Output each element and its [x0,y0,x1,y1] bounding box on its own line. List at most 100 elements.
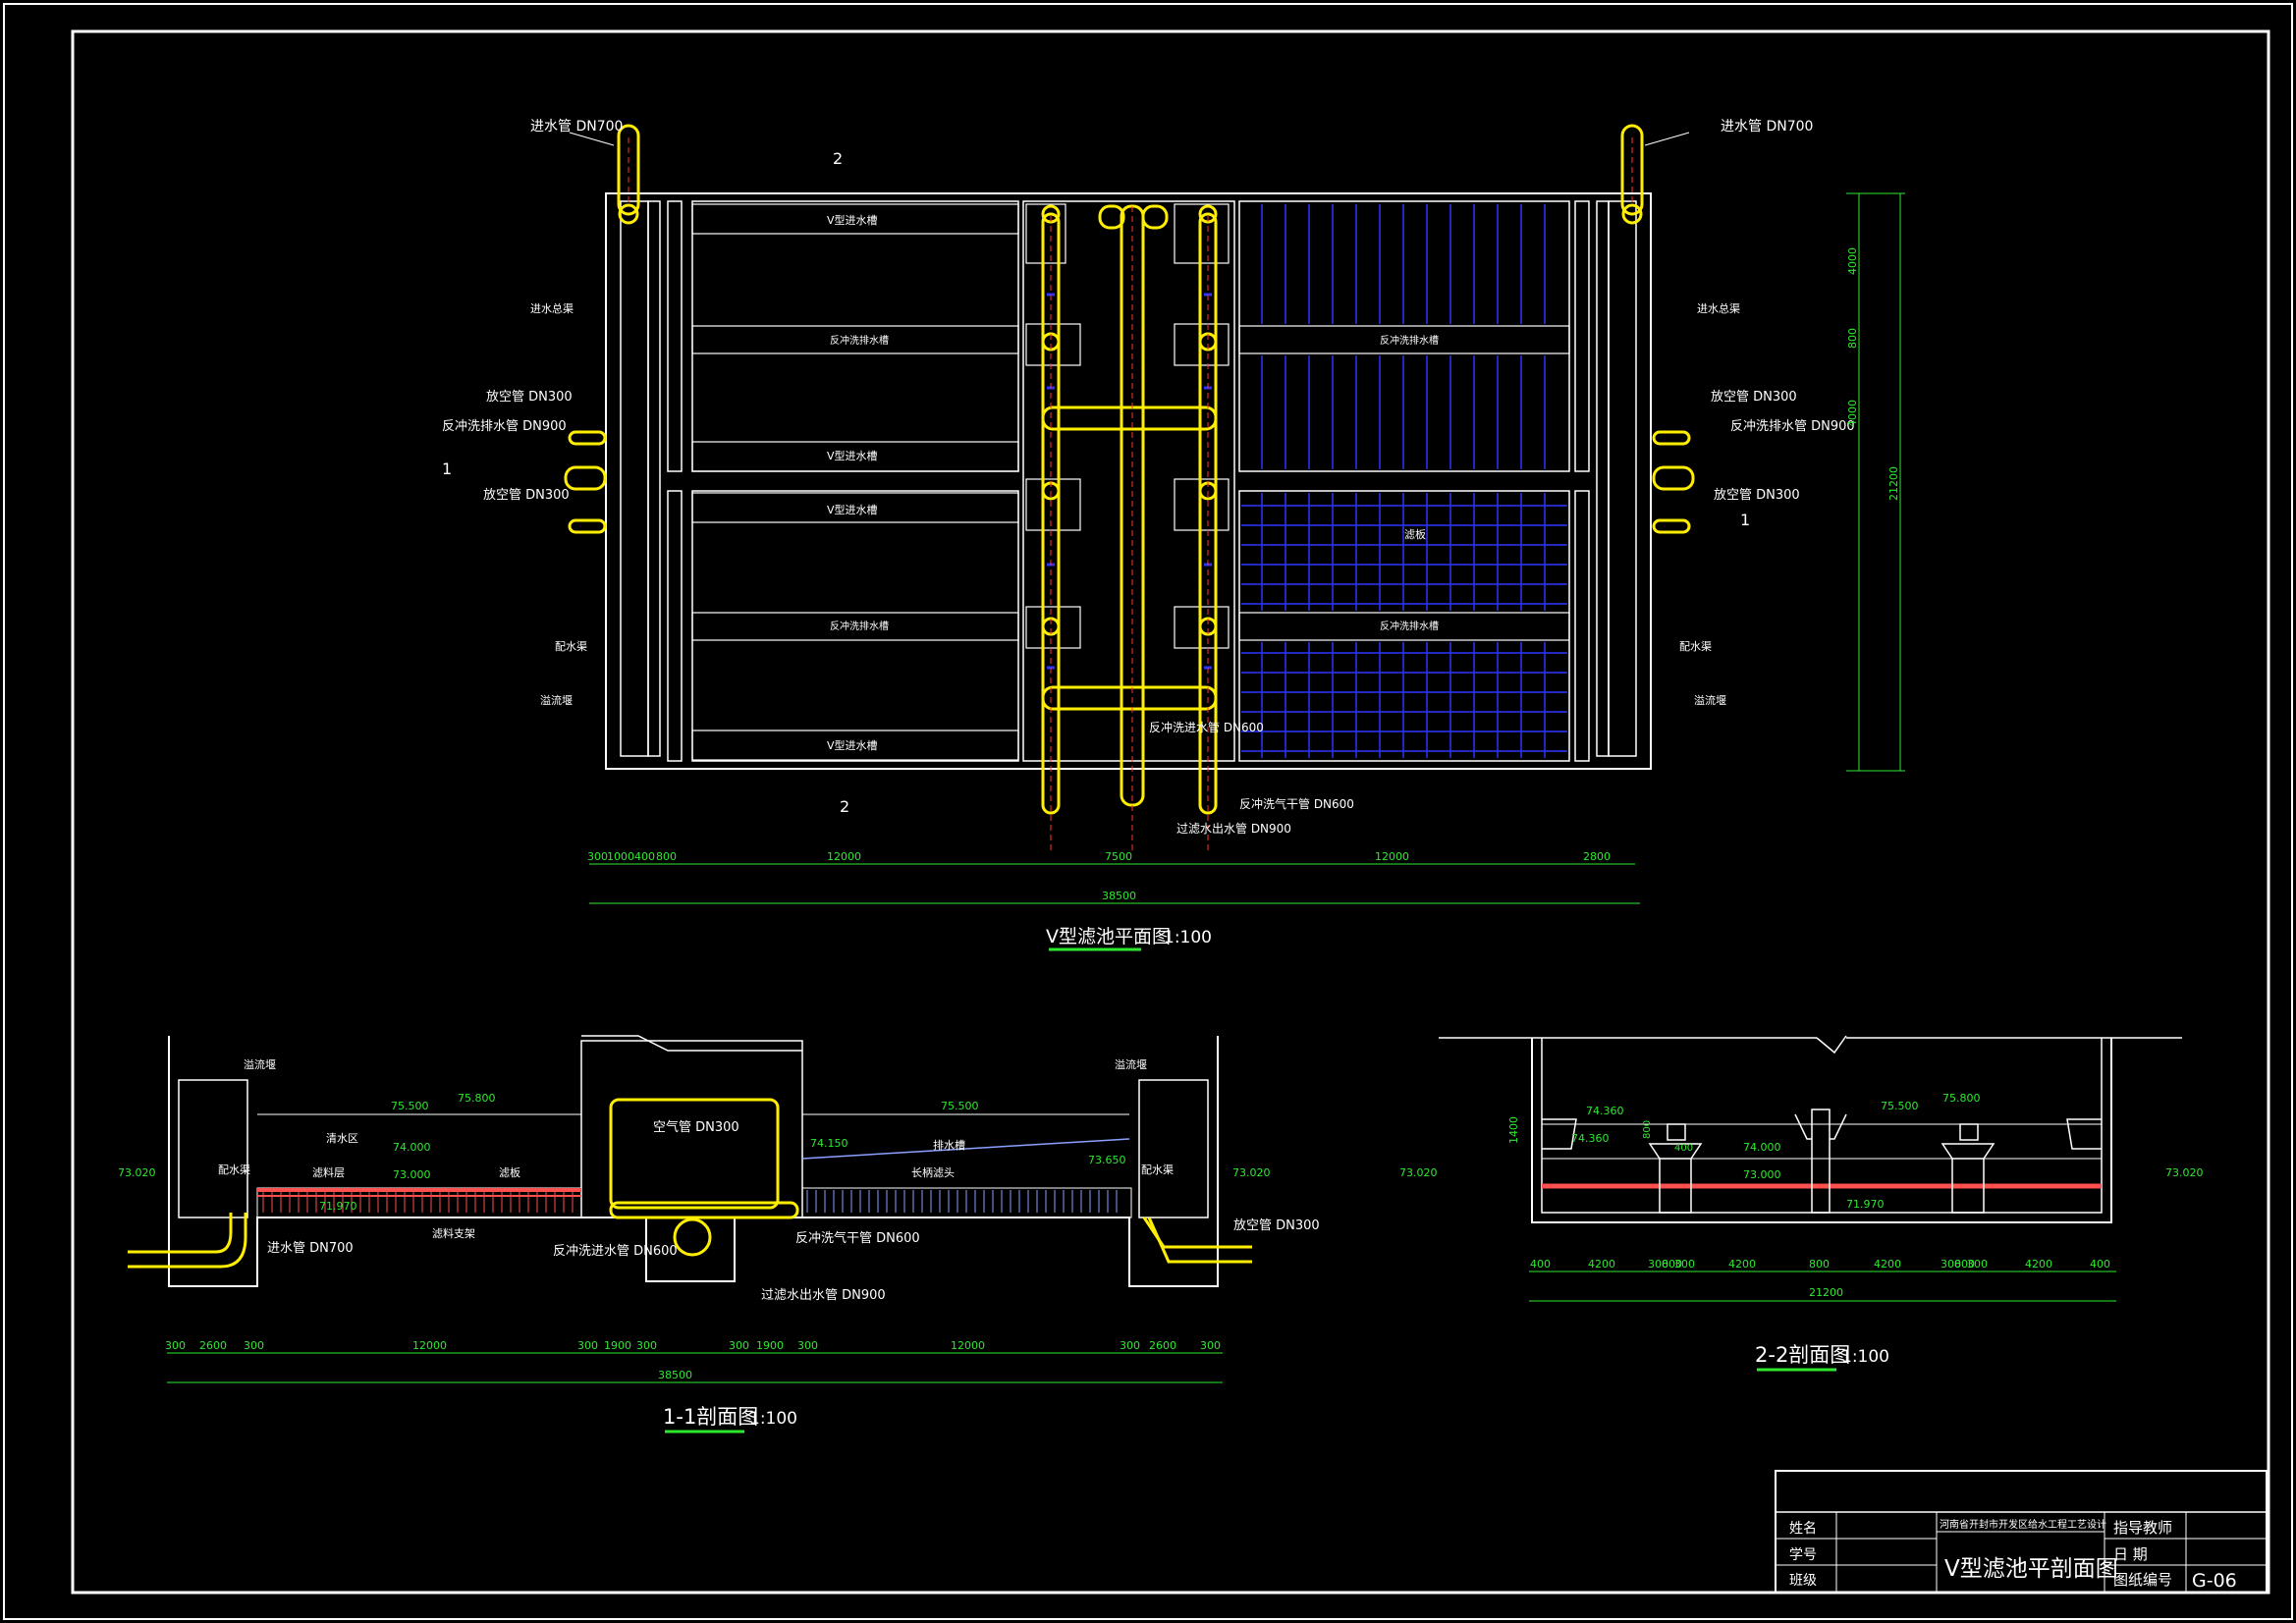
section-1-1: 溢流堰 溢流堰 清水区 滤料层 滤板 配水渠 长柄滤头 排水槽 滤料支架 进水管… [118,1035,1320,1434]
svg-text:配水渠: 配水渠 [1141,1163,1174,1176]
svg-text:1400: 1400 [1507,1116,1520,1144]
svg-text:V型进水槽: V型进水槽 [827,503,878,516]
svg-text:1000: 1000 [607,850,634,863]
dimension-label: 2600 [199,1339,227,1352]
title-block: 姓名 学号 班级 河南省开封市开发区给水工程工艺设计 V型滤池平剖面图 指导教师… [1775,1470,2268,1594]
svg-text:反冲洗排水槽: 反冲洗排水槽 [830,334,889,347]
svg-text:74.000: 74.000 [1743,1141,1781,1154]
drawing-title: V型滤池平剖面图 [1944,1556,2118,1582]
dimension-label: 1900 [604,1339,631,1352]
svg-text:73.020: 73.020 [1232,1166,1271,1179]
dimension-label: 800 [1662,1258,1682,1271]
dimension-label: 300 [797,1339,818,1352]
svg-text:73.000: 73.000 [393,1168,431,1181]
svg-text:排水槽: 排水槽 [933,1138,965,1152]
plan-view: 进水管 DN700 进水管 DN700 2 2 1 1 进水总渠 放空管 DN3… [442,119,1905,951]
dimension-label: 4200 [1874,1258,1901,1271]
svg-text:过滤水出水管 DN900: 过滤水出水管 DN900 [1176,821,1291,836]
svg-text:放空管 DN300: 放空管 DN300 [1711,390,1797,405]
svg-text:300: 300 [587,850,608,863]
svg-text:清水区: 清水区 [326,1132,358,1145]
dimension-label: 300 [1941,1258,1961,1271]
inlet-pipes [564,124,1695,534]
svg-text:滤板: 滤板 [499,1165,520,1179]
svg-text:进水总渠: 进水总渠 [1697,301,1740,315]
svg-text:75.800: 75.800 [1942,1092,1981,1105]
sec1-nozzles [262,1190,574,1213]
svg-text:反冲洗气干管 DN600: 反冲洗气干管 DN600 [795,1230,920,1246]
dimension-label: 300 [577,1339,598,1352]
svg-text:反冲洗排水槽: 反冲洗排水槽 [830,620,889,632]
svg-text:400: 400 [1674,1143,1693,1154]
dimension-label: 300 [1648,1258,1668,1271]
plan-title: V型滤池平面图 [1046,926,1171,947]
dimension-label: 300 [244,1339,264,1352]
svg-text:V型进水槽: V型进水槽 [827,213,878,227]
svg-text:反冲洗进水管 DN600: 反冲洗进水管 DN600 [1149,720,1264,734]
plan-scale: 1:100 [1164,928,1212,947]
dimension-label: 300 [636,1339,657,1352]
svg-text:21200: 21200 [1887,466,1900,501]
svg-text:进水管 DN700: 进水管 DN700 [267,1241,354,1256]
plan-section1-left: 1 [442,460,452,478]
svg-text:7500: 7500 [1105,850,1132,863]
svg-text:21200: 21200 [1809,1286,1843,1299]
plan-dim-lines [589,192,1905,904]
svg-text:进水总渠: 进水总渠 [530,301,574,315]
svg-text:75.800: 75.800 [458,1092,496,1105]
svg-text:75.500: 75.500 [1881,1100,1919,1112]
svg-text:38500: 38500 [1102,890,1136,902]
section-2-2: 74.360 74.360 75.500 75.800 74.000 73.00… [1399,1035,2204,1372]
plan-filter-plate-label: 滤板 [1404,527,1426,541]
svg-text:V型进水槽: V型进水槽 [827,738,878,752]
dimension-label: 800 [1809,1258,1830,1271]
svg-text:74.360: 74.360 [1586,1105,1624,1117]
svg-text:73.020: 73.020 [118,1166,156,1179]
svg-text:800: 800 [656,850,677,863]
plan-left-channel [620,200,649,757]
svg-text:学号: 学号 [1789,1547,1817,1563]
svg-text:800: 800 [1642,1120,1653,1139]
plan-inlet-right-label: 进水管 DN700 [1721,119,1813,135]
svg-text:73.650: 73.650 [1088,1154,1126,1166]
svg-text:溢流堰: 溢流堰 [1694,693,1726,707]
svg-text:V型进水槽: V型进水槽 [827,449,878,462]
svg-text:4000: 4000 [1846,400,1859,427]
svg-text:75.500: 75.500 [941,1100,979,1112]
svg-text:38500: 38500 [658,1369,692,1381]
svg-text:4000: 4000 [1846,247,1859,275]
svg-text:73.000: 73.000 [1743,1168,1781,1181]
dimension-label: 300 [1674,1258,1695,1271]
svg-text:800: 800 [1846,328,1859,349]
svg-text:2800: 2800 [1583,850,1611,863]
svg-text:图纸编号: 图纸编号 [2113,1571,2172,1589]
svg-text:溢流堰: 溢流堰 [1115,1057,1147,1071]
dimension-label: 12000 [412,1339,447,1352]
inner-border [71,29,2270,1595]
svg-text:反冲洗气干管 DN600: 反冲洗气干管 DN600 [1239,796,1354,811]
sec1-scale: 1:100 [749,1409,797,1429]
svg-text:空气管 DN300: 空气管 DN300 [653,1119,739,1135]
svg-text:71.970: 71.970 [319,1200,357,1213]
svg-text:班级: 班级 [1789,1573,1817,1589]
sec1-title: 1-1剖面图 [663,1405,758,1429]
pipe-gallery [1022,200,1235,762]
svg-text:配水渠: 配水渠 [555,640,587,653]
svg-text:反冲洗排水槽: 反冲洗排水槽 [1380,334,1439,347]
dimension-label: 2600 [1149,1339,1176,1352]
svg-text:配水渠: 配水渠 [218,1163,250,1176]
dimension-label: 800 [1954,1258,1975,1271]
plan-section2-bottom: 2 [840,797,849,816]
svg-text:指导教师: 指导教师 [2113,1519,2172,1537]
svg-text:73.020: 73.020 [1399,1166,1438,1179]
drawing-number: G-06 [2192,1570,2237,1592]
svg-text:溢流堰: 溢流堰 [244,1057,276,1071]
svg-text:放空管 DN300: 放空管 DN300 [1714,488,1800,503]
svg-text:过滤水出水管 DN900: 过滤水出水管 DN900 [761,1288,886,1303]
svg-text:滤料层: 滤料层 [312,1165,345,1179]
dimension-label: 300 [1200,1339,1221,1352]
svg-text:反冲洗排水管 DN900: 反冲洗排水管 DN900 [1730,419,1855,434]
svg-text:长柄滤头: 长柄滤头 [911,1166,955,1179]
svg-text:滤料支架: 滤料支架 [432,1226,475,1240]
